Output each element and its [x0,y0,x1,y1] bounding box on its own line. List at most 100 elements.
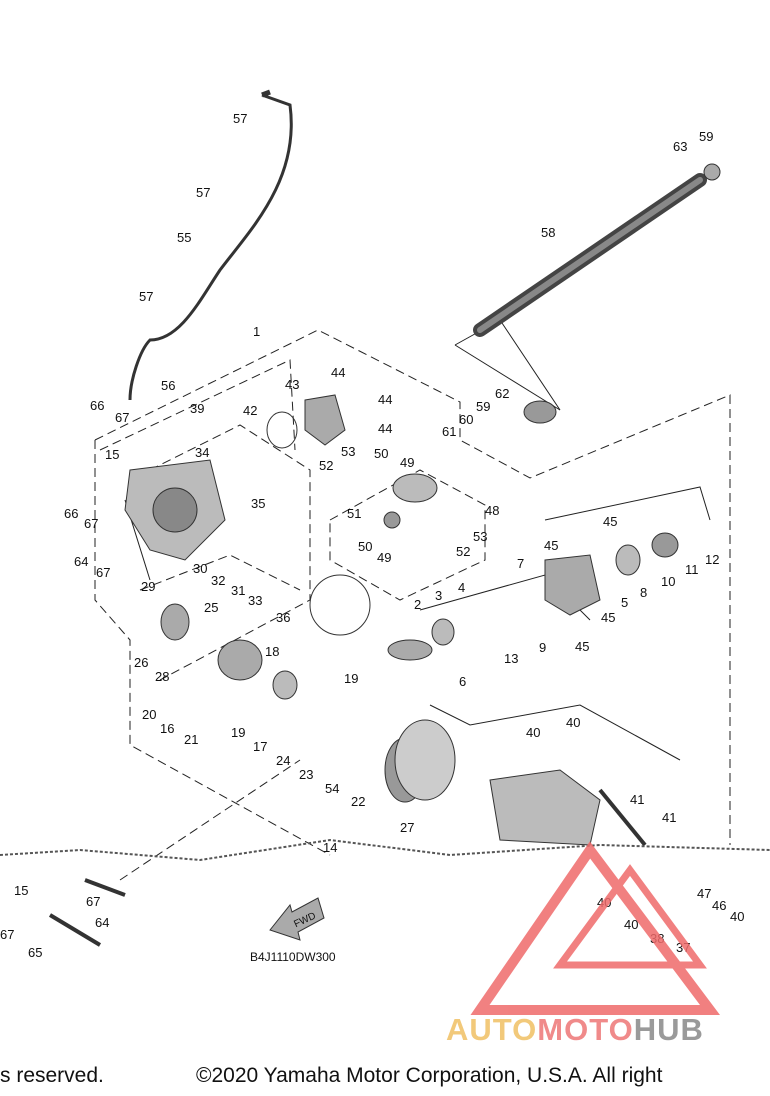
callout: 57 [233,111,247,126]
callout: 64 [74,554,88,569]
callout: 61 [442,424,456,439]
watermark-hub: HUB [633,1012,704,1047]
callout: 65 [28,945,42,960]
cover-part [266,394,346,449]
callout: 51 [347,506,361,521]
callout: 29 [141,579,155,594]
callout: 41 [662,810,676,825]
left-housing [124,459,226,561]
copyright-left: s reserved. [0,1064,104,1087]
callout: 2 [414,597,421,612]
callout: 57 [139,289,153,304]
callout: 4 [458,580,465,595]
watermark-logo: AUTOMOTOHUB [446,1012,704,1048]
watermark-auto: AUTO [446,1012,538,1047]
fwd-arrow-icon: FWD [269,897,325,941]
callout: 60 [459,412,473,427]
differential-gears [160,574,456,803]
callout: 56 [161,378,175,393]
callout: 25 [204,600,218,615]
callout: 9 [539,640,546,655]
callout: 15 [105,447,119,462]
callout: 67 [96,565,110,580]
callout: 30 [193,561,207,576]
callout: 40 [624,917,638,932]
drive-shaft [473,163,721,424]
callout: 45 [601,610,615,625]
callout: 3 [435,588,442,603]
rear-bolts [48,788,647,947]
callout: 49 [377,550,391,565]
callout: 5 [621,595,628,610]
callout: 44 [378,421,392,436]
callout: 21 [184,732,198,747]
callout: 12 [705,552,719,567]
callout: 63 [673,139,687,154]
callout: 44 [378,392,392,407]
callout: 55 [177,230,191,245]
callout: 33 [248,593,262,608]
callout: 8 [640,585,647,600]
callout: 7 [517,556,524,571]
callout: 62 [495,386,509,401]
callout: 67 [115,410,129,425]
callout: 15 [14,883,28,898]
callout: 53 [473,529,487,544]
assembly-boundaries [94,329,731,881]
callout: 6 [459,674,466,689]
callout: 1 [253,324,260,339]
callout: 54 [325,781,339,796]
watermark-moto: MOTO [537,1012,634,1047]
callout: 43 [285,377,299,392]
callout: 58 [541,225,555,240]
callout: 22 [351,794,365,809]
callout: 39 [190,401,204,416]
callout: 50 [374,446,388,461]
callout: 67 [84,516,98,531]
callout: 40 [526,725,540,740]
callout: 11 [685,562,699,577]
callout: 34 [195,445,209,460]
callout: 28 [155,669,169,684]
callout: 40 [730,909,744,924]
callout: 45 [603,514,617,529]
callout: 45 [575,639,589,654]
callout: 67 [0,927,14,942]
callout: 18 [265,644,279,659]
callout: 59 [476,399,490,414]
callout: 26 [134,655,148,670]
callout: 19 [231,725,245,740]
callout: 10 [661,574,675,589]
callout: 45 [544,538,558,553]
callout: 64 [95,915,109,930]
callout: 14 [323,840,337,855]
callout: 17 [253,739,267,754]
callout: 52 [456,544,470,559]
callout: 31 [231,583,245,598]
callout: 57 [196,185,210,200]
callout: 49 [400,455,414,470]
callout: 52 [319,458,333,473]
part-code: B4J1110DW300 [250,950,336,964]
right-housing [489,532,679,846]
callout: 59 [699,129,713,144]
callout: 66 [90,398,104,413]
callout: 32 [211,573,225,588]
callout: 41 [630,792,644,807]
torn-edge [0,838,770,862]
callout: 27 [400,820,414,835]
callout: 16 [160,721,174,736]
callout: 47 [697,886,711,901]
yoke-part [383,473,438,529]
callout: 48 [485,503,499,518]
callout: 42 [243,403,257,418]
callout: 35 [251,496,265,511]
callout: 13 [504,651,518,666]
callout: 44 [331,365,345,380]
callout: 53 [341,444,355,459]
callout: 66 [64,506,78,521]
callout: 67 [86,894,100,909]
callout-labels: 57 57 55 57 56 39 66 67 15 66 67 64 67 2… [0,111,744,960]
callout: 20 [142,707,156,722]
